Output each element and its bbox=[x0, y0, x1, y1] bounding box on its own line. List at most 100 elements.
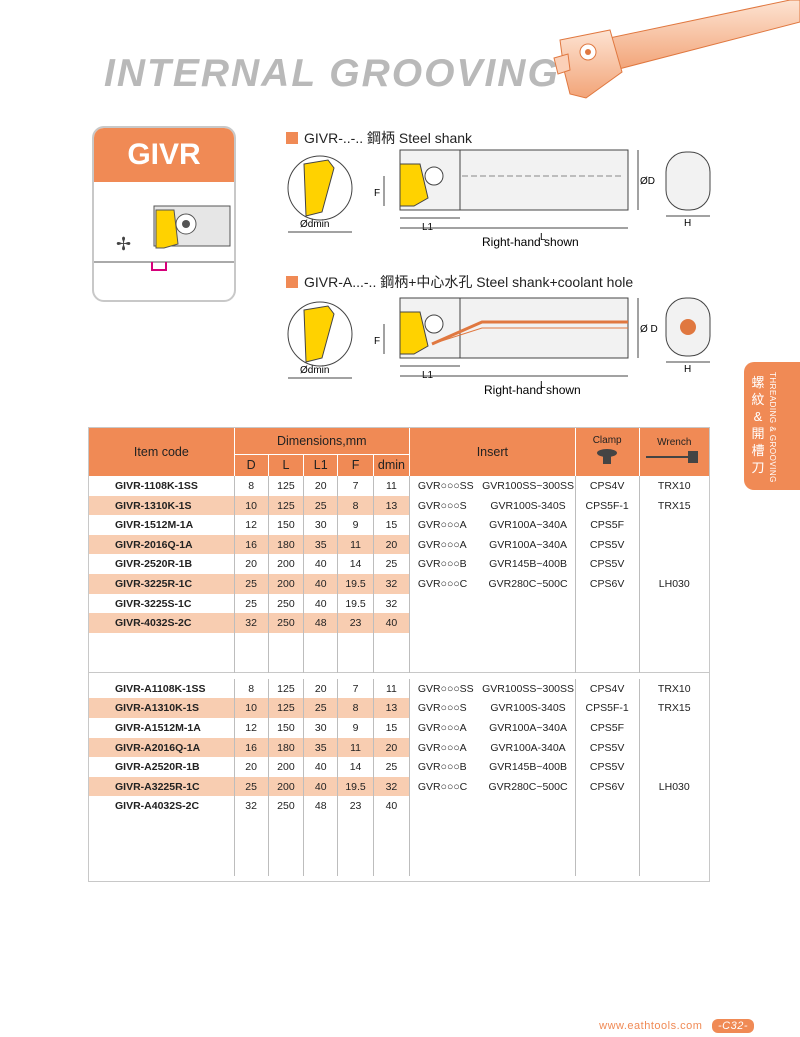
clamp: CPS5F bbox=[574, 717, 640, 738]
insert-type: GVR○○○SS bbox=[408, 678, 482, 699]
dim-f: 19.5 bbox=[337, 593, 374, 614]
dim-dmin: 20 bbox=[372, 534, 410, 555]
square-bullet-icon bbox=[286, 276, 298, 288]
dim-l: 200 bbox=[267, 776, 304, 797]
dim-l: 200 bbox=[267, 757, 304, 777]
dim-f: 14 bbox=[337, 554, 374, 574]
dim-l: 125 bbox=[267, 678, 304, 699]
dim-d: 25 bbox=[233, 593, 269, 614]
dim-l1: 35 bbox=[303, 534, 338, 555]
item-code: GIVR-A3225R-1C bbox=[89, 776, 235, 797]
side-tab-en: THREADING & GROOVING bbox=[768, 372, 777, 483]
dim-l: 200 bbox=[267, 554, 304, 574]
dim-l1: 30 bbox=[303, 717, 338, 738]
insert-range bbox=[481, 796, 575, 816]
wrench bbox=[638, 515, 709, 535]
dim-l1: 25 bbox=[303, 495, 338, 516]
item-code: GIVR-1108K-1SS bbox=[115, 480, 198, 492]
dim-l: 125 bbox=[267, 698, 304, 718]
dim-d: 25 bbox=[233, 776, 269, 797]
insert-range: GVR100S-340S bbox=[490, 499, 566, 512]
dim-f-label: F bbox=[374, 188, 380, 199]
table-filler-row bbox=[89, 632, 709, 673]
item-code-card: GIVR ✢ bbox=[92, 126, 236, 302]
wrench bbox=[638, 593, 709, 614]
dim-dmin: 15 bbox=[372, 717, 410, 738]
insert-type: GVR○○○B bbox=[408, 757, 482, 777]
insert-range: GVR145B~400B bbox=[489, 761, 567, 774]
item-code: GIVR-2520R-1B bbox=[115, 558, 193, 571]
dim-f: 8 bbox=[337, 495, 374, 516]
insert-range: GVR280C~500C bbox=[488, 780, 568, 793]
dim-d-label: Ø D bbox=[640, 324, 658, 335]
dim-f: 8 bbox=[337, 698, 374, 718]
insert-type: GVR○○○S bbox=[408, 698, 482, 718]
dim-dmin: 32 bbox=[372, 573, 410, 594]
dim-d: 32 bbox=[233, 796, 269, 816]
section1-caption: Right-hand shown bbox=[482, 235, 579, 249]
dim-l: 150 bbox=[267, 717, 304, 738]
clamp: CPS4V bbox=[574, 678, 640, 699]
dim-dmin: 13 bbox=[372, 698, 410, 718]
clamp: CPS5V bbox=[574, 554, 640, 574]
dim-l1: 40 bbox=[303, 776, 338, 797]
header-l: L bbox=[267, 453, 304, 476]
dim-d: 16 bbox=[233, 534, 269, 555]
dim-dmin: 11 bbox=[372, 678, 410, 699]
dim-dmin: 11 bbox=[372, 476, 410, 496]
item-code: GIVR-A4032S-2C bbox=[115, 800, 200, 813]
header-d: D bbox=[233, 453, 269, 476]
dim-l: 125 bbox=[267, 476, 304, 496]
wrench: TRX10 bbox=[638, 678, 709, 699]
item-code: GIVR-1310K-1S bbox=[89, 495, 235, 516]
side-tab-cn: 螺紋&開槽刀 bbox=[751, 375, 765, 475]
wrench: TRX15 bbox=[638, 698, 709, 718]
section2-caption: Right-hand shown bbox=[484, 383, 581, 397]
clamp: CPS6V bbox=[574, 776, 640, 797]
footer-url[interactable]: www.eathtools.com bbox=[599, 1020, 703, 1032]
clamp: CPS5F bbox=[574, 515, 640, 535]
insert-range: GVR100S-340S bbox=[490, 702, 566, 715]
dim-f: 19.5 bbox=[337, 573, 374, 594]
clamp: CPS5V bbox=[574, 737, 640, 758]
dim-l: 250 bbox=[267, 593, 304, 614]
item-code: GIVR-2016Q-1A bbox=[89, 534, 235, 555]
dim-d: 8 bbox=[233, 476, 269, 496]
dim-l-label: L bbox=[540, 232, 546, 243]
dim-dmin: 40 bbox=[372, 613, 410, 633]
wrench bbox=[638, 757, 709, 777]
item-code: GIVR-3225S-1C bbox=[115, 597, 192, 610]
dim-f: 7 bbox=[337, 678, 374, 699]
wrench bbox=[638, 613, 709, 633]
dim-l1: 25 bbox=[303, 698, 338, 718]
section2-label: GIVR-A...-.. 鋼柄+中心水孔 Steel shank+coolant… bbox=[286, 272, 633, 292]
side-category-tab[interactable]: 螺紋&開槽刀 THREADING & GROOVING bbox=[744, 362, 800, 490]
clamp: CPS4V bbox=[574, 476, 640, 496]
dim-l1: 20 bbox=[303, 476, 338, 496]
insert-type: GVR○○○B bbox=[408, 554, 482, 574]
dim-d: 12 bbox=[233, 515, 269, 535]
header-clamp: Clamp bbox=[574, 428, 640, 476]
dim-f: 9 bbox=[337, 515, 374, 535]
page-number: -C32- bbox=[711, 1019, 754, 1033]
header-dimensions: Dimensions,mm bbox=[233, 428, 410, 454]
insert-type bbox=[408, 613, 482, 633]
dim-dmin: 40 bbox=[372, 796, 410, 816]
dim-f: 7 bbox=[337, 476, 374, 496]
wrench: LH030 bbox=[638, 776, 709, 797]
dim-l1: 40 bbox=[303, 593, 338, 614]
dim-l1: 48 bbox=[303, 613, 338, 633]
dim-f: 19.5 bbox=[337, 776, 374, 797]
dim-dmin: 25 bbox=[372, 554, 410, 574]
wrench bbox=[638, 796, 709, 816]
item-code: GIVR-A2520R-1B bbox=[115, 761, 200, 774]
dim-dmin-label: Ødmin bbox=[300, 365, 329, 376]
wrench-icon bbox=[646, 451, 699, 463]
dim-l: 125 bbox=[267, 495, 304, 516]
